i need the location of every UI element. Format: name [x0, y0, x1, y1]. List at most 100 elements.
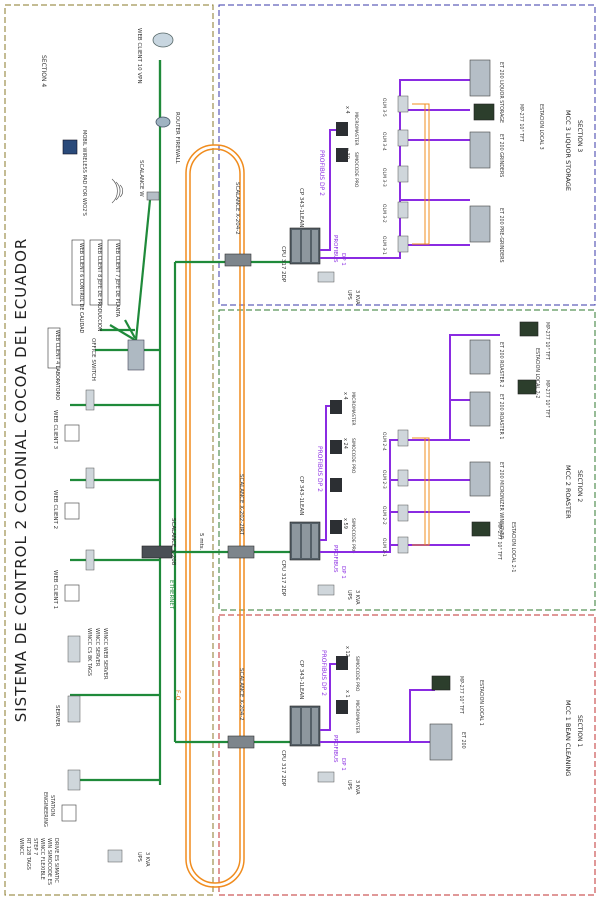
svg-text:OLM 3-5: OLM 3-5 — [381, 98, 387, 117]
svg-text:OLM 3-1: OLM 3-1 — [381, 236, 387, 255]
section2-estacion-c: ESTACION LOCAL 2-2 — [534, 348, 540, 398]
section1-title: MCC 1 BEAN CLEANING — [564, 700, 572, 776]
wincc-server-label-3: WINCC WEB SERVER — [102, 628, 108, 680]
section3-et-pre-grinders: ET 200 PRE-GRINDERS — [498, 208, 504, 263]
svg-text:OLM 2-2: OLM 2-2 — [381, 506, 387, 525]
section1-profibus-lines — [320, 663, 435, 743]
speed-label: 5 mts. — [198, 533, 204, 551]
web-client-8-box — [89, 239, 103, 306]
section2-count59: x 59 — [342, 518, 348, 529]
vpn-cloud-icon — [152, 32, 174, 48]
web-client-3-label: WEB CLIENT 3 — [52, 410, 58, 450]
section1-border — [218, 614, 596, 896]
section2-et200-racks — [469, 321, 539, 537]
wincc-server-label-1: WINCC CS 8K TAGS — [86, 628, 92, 676]
section4-label: SECTION 4 — [40, 55, 47, 87]
svg-text:OLM 3-2: OLM 3-2 — [381, 204, 387, 223]
section2-mp-a: MP-277 10" TFT — [496, 522, 502, 560]
section3-cpu-label: CPU 317 2DP — [280, 246, 286, 283]
router-firewall-label: ROUTER FIREWALL — [174, 112, 180, 165]
section3-olm-labels: OLM 3-5 OLM 3-4 OLM 3-3 OLM 3-2 OLM 3-1 — [381, 98, 387, 255]
section3-cp-label: CP 343-1LEAN — [298, 188, 304, 227]
office-switch-label: OFFICE SWITCH — [90, 338, 96, 381]
section3-profibus-lines — [320, 79, 470, 259]
section3-et-grinders: ET 200 GRINDERS — [498, 134, 504, 177]
wincc-server-icon — [67, 635, 81, 663]
web-client-1-icon — [64, 549, 95, 602]
svg-text:OLM 3-3: OLM 3-3 — [381, 168, 387, 187]
section3-et-liquor: ET 200 LIQUOR STORAGE — [498, 62, 504, 123]
section3-kva: 3 KVA — [354, 290, 360, 305]
section2-et-roaster1: ET 200 ROASTER 1 — [498, 394, 504, 439]
section2-et-micronizer: ET 200 MICRONIZER WINNOVER — [498, 462, 504, 540]
section2-simocode-a: SIMOCODE PRO — [350, 438, 356, 474]
web-client-2-label: WEB CLIENT 2 — [52, 490, 58, 529]
section1-et-label: ET 200 — [460, 732, 466, 749]
section1-profibus: PROFIBUS — [332, 735, 338, 763]
section3-mp: MP-277 10" TFT — [518, 104, 524, 142]
section2-cpu-label: CPU 317 2DP — [280, 560, 286, 597]
section2-et-roaster2: ET 200 ROASTER 2 — [498, 342, 504, 387]
svg-text:OLM 2-3: OLM 2-3 — [381, 470, 387, 489]
office-switch-icon — [127, 339, 145, 371]
svg-text:RT 128 TAGS: RT 128 TAGS — [25, 838, 31, 870]
server-label: SERVER — [54, 705, 60, 727]
section1-subtitle: SECTION 1 — [576, 715, 583, 747]
section1-cpu-label: CPU 317 2DP — [280, 750, 286, 787]
section1-count1: x 1 — [344, 690, 350, 698]
web-client-7-box — [107, 239, 121, 306]
fo-label: F-O — [174, 690, 181, 701]
engineering-label-2: STATION — [49, 795, 55, 816]
ups-kva-label: 3 KVA — [144, 852, 150, 867]
section2-estacion-a: ESTACION LOCAL 2-1 — [510, 522, 516, 572]
section3-plc — [224, 227, 335, 283]
wireless-pad-label: MOBIL WIRELESS PAD FOR WIO2'S — [81, 130, 87, 216]
scalance-w-label: SCALANCE W — [138, 160, 144, 197]
section1-simocode: SIMOCODE PRO — [354, 656, 360, 692]
svg-text:OLM 3-4: OLM 3-4 — [381, 132, 387, 151]
engineering-station-icon — [61, 769, 81, 822]
web-client-6-box — [71, 239, 85, 306]
section2-simocode-b: SIMOCODE PRO — [350, 518, 356, 554]
section3-title: MCC 3 LIQUOR STORAGE — [564, 110, 572, 191]
section3-count30: x 30 — [344, 148, 350, 159]
section1-mp: MP-277 10" TFT — [458, 676, 464, 714]
section3-profibus-dp2: PROFIBUS DP 2 — [318, 150, 325, 196]
fiber-optic-ring — [185, 144, 245, 888]
section1-field-devices — [336, 656, 348, 714]
section3-micromaster: MICROMASTER — [353, 112, 359, 146]
web-client-7-label: WEB CLIENT 7 JEFE DE PLANTA — [114, 243, 120, 318]
section1-kva: 3 KVA — [354, 780, 360, 795]
section1-estacion: ESTACION LOCAL 1 — [478, 680, 484, 726]
svg-text:DRIVE ES SIMATIC: DRIVE ES SIMATIC — [53, 838, 59, 883]
svg-text:OLM 2-1: OLM 2-1 — [381, 538, 387, 557]
section1-et200-rack — [429, 675, 453, 761]
section2-border — [218, 309, 596, 611]
section2-field-devices — [330, 400, 342, 534]
ups-icon — [107, 849, 123, 863]
section2-count24: x 24 — [342, 438, 348, 449]
svg-text:WINCC FLEXIBLE: WINCC FLEXIBLE — [39, 838, 45, 880]
ups-label: UPS — [136, 852, 142, 862]
section2-ups: UPS — [346, 590, 352, 600]
wincc-server-label-2: WINCC SERVER — [94, 628, 100, 667]
scalance-w-icon — [111, 178, 160, 204]
ethernet-label: ETHERNET — [168, 580, 174, 610]
section2-kva: 3 KVA — [354, 590, 360, 605]
section1-cp-label: CP 343-1LEAN — [298, 660, 304, 699]
engineering-label-1: ENGINEERING — [42, 792, 48, 827]
svg-text:WINCC: WINCC — [18, 838, 24, 856]
section2-profibus-dp2: PROFIBUS DP 2 — [316, 446, 323, 492]
web-client-8-label: WEB CLIENT 8 JEFE DE PRODUCCION — [96, 243, 102, 332]
section2-cp-label: CP 343-1LEAN — [298, 476, 304, 515]
section2-olms — [397, 429, 409, 554]
section3-simocode: SIMOCODE PRO — [353, 152, 359, 188]
svg-text:WIN SIMOCODE ES: WIN SIMOCODE ES — [46, 838, 52, 885]
svg-text:OLM 2-4: OLM 2-4 — [381, 432, 387, 451]
web-client-4-label: WEB CLIENT 4 LABORATORIO — [54, 330, 60, 400]
section1-count12: x 12 — [344, 646, 350, 657]
section1-dp1: DP 1 — [340, 758, 346, 771]
section3-profibus: PROFIBUS — [332, 235, 338, 263]
section1-scalance-label: SCALANCE X-204-2 — [238, 668, 244, 721]
section3-field-devices — [336, 122, 348, 162]
